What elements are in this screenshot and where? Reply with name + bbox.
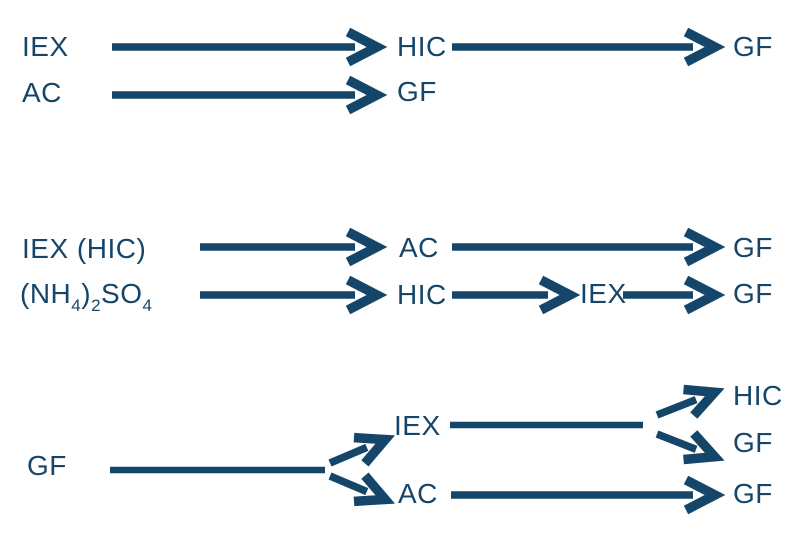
label-start-ammonium-sulfate: (NH4)2SO4 [20,278,152,315]
formula-subscript: 2 [91,296,101,315]
label-mid-ac: AC [399,232,439,263]
arrow-ac-to-gf [112,75,388,115]
label-start-ac: AC [22,77,62,108]
arrow-ac-to-gf-2 [452,227,726,267]
arrow-ammoniumsulfate-to-hic [200,275,388,315]
label-out-hic: HIC [733,380,783,411]
label-start-iex: IEX [22,31,69,62]
label-mid-hic: HIC [397,31,447,62]
branch-arrow-gf-to-ac [328,472,396,507]
section-bottom: GF IEX HIC GF AC GF [27,380,783,515]
label-branch-iex: IEX [394,410,441,441]
branch-arrow-gf-to-iex [328,432,396,467]
section-top: IEX HIC GF AC GF [22,27,773,115]
arrow-iexhic-to-ac [200,227,388,267]
formula-subscript: 4 [71,296,81,315]
arrow-ac-to-gf-3 [451,475,726,515]
formula-subscript: 4 [143,296,153,315]
arrow-iex-to-gf [623,275,726,315]
label-start-gf: GF [27,450,67,481]
label-end-gf: GF [733,232,773,263]
arrow-iex-to-hic [112,27,388,67]
branch-arrow-iex-to-hic [655,384,725,419]
label-end-gf: GF [733,278,773,309]
arrow-hic-to-iex [452,275,581,315]
section-middle: IEX (HIC) AC GF (NH4)2SO4 HIC IEX GF [20,227,773,315]
label-end-gf: GF [397,76,437,107]
label-out-gf: GF [733,427,773,458]
label-mid-hic: HIC [397,279,447,310]
branch-arrow-iex-to-gf [655,430,725,465]
label-end-gf: GF [733,31,773,62]
formula-part: SO [101,278,142,309]
label-end-gf: GF [733,478,773,509]
label-mid-iex: IEX [580,278,627,309]
formula-part: ) [81,278,91,309]
arrow-hic-to-gf [452,27,726,67]
label-start-iex-hic: IEX (HIC) [22,233,146,264]
formula-part: (NH [20,278,71,309]
label-branch-ac: AC [398,478,438,509]
